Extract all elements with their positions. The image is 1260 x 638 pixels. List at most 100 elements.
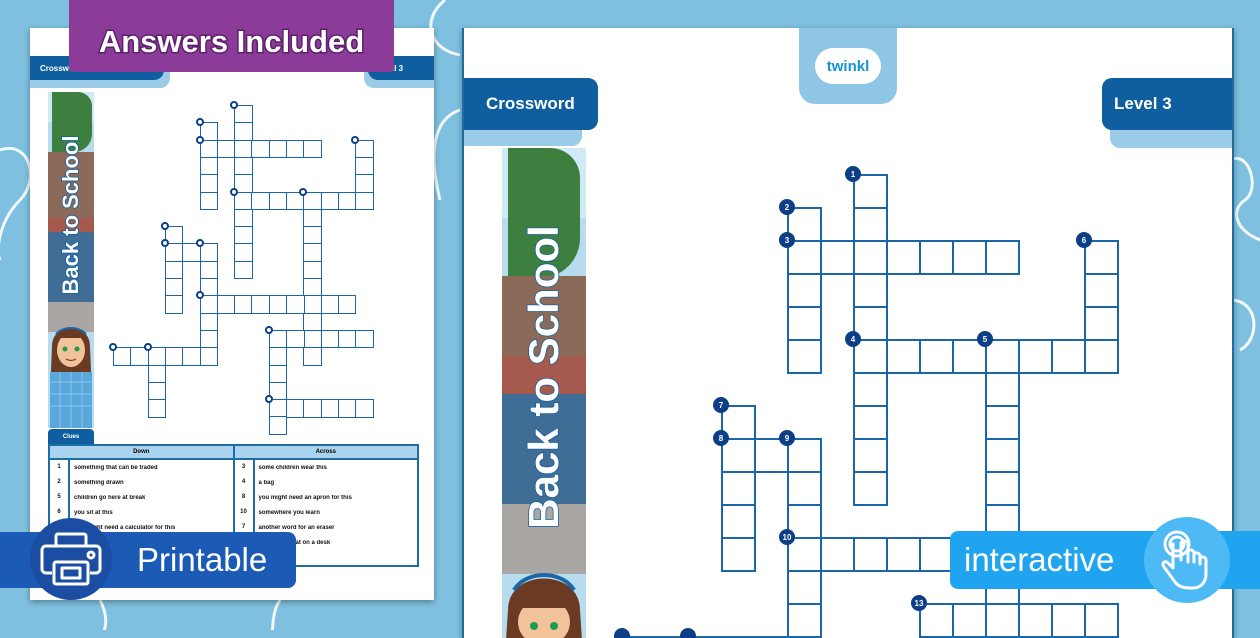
clue-text: children go here at break <box>74 494 146 501</box>
crossword-cell[interactable] <box>1084 240 1119 275</box>
clue-number <box>143 343 152 352</box>
clue-text: another word for an eraser <box>258 524 335 531</box>
crossword-cell[interactable] <box>985 438 1020 473</box>
crossword-cell[interactable] <box>853 537 888 572</box>
crossword-cell[interactable] <box>787 570 822 605</box>
crossword-cell <box>199 174 218 193</box>
crossword-cell[interactable] <box>721 504 756 539</box>
crossword-cell <box>199 191 218 210</box>
crossword-cell <box>286 295 305 314</box>
clue-text: you might need an apron for this <box>258 494 352 501</box>
crossword-cell[interactable] <box>853 273 888 308</box>
clue-text: a bag <box>258 479 275 486</box>
crossword-cell <box>147 364 167 383</box>
crossword-cell[interactable] <box>853 306 888 341</box>
clue-number-cell: 5 <box>50 490 70 505</box>
clue-number: 1 <box>845 166 861 182</box>
clue-number: 8 <box>713 430 729 446</box>
clue-text: some children wear this <box>258 464 327 471</box>
crossword-cell[interactable] <box>919 537 954 572</box>
clue-number <box>195 239 204 248</box>
crossword-cell <box>337 399 357 418</box>
printer-icon <box>30 518 112 600</box>
clue-number <box>195 291 204 300</box>
crossword-cell <box>303 399 322 418</box>
crossword-cell[interactable] <box>1051 603 1086 638</box>
crossword-cell[interactable] <box>820 537 855 572</box>
crossword-cell[interactable] <box>952 240 987 275</box>
crossword-cell[interactable] <box>853 438 888 473</box>
crossword-cell <box>251 191 270 210</box>
crossword-cell[interactable] <box>919 240 954 275</box>
crossword-cell[interactable] <box>721 537 756 572</box>
crossword-cell[interactable] <box>886 339 921 374</box>
crossword-cell[interactable] <box>787 273 822 308</box>
crossword-cell[interactable] <box>1084 306 1119 341</box>
printable-badge[interactable]: Printable <box>0 518 296 600</box>
crossword-cell[interactable] <box>886 537 921 572</box>
crossword-cell[interactable] <box>919 339 954 374</box>
crossword-cell[interactable] <box>985 603 1020 638</box>
crossword-cell <box>268 416 288 435</box>
clue-number-cell: 3 <box>235 460 255 475</box>
crossword-cell <box>320 191 340 210</box>
crossword-cell[interactable] <box>853 372 888 407</box>
interactive-badge[interactable]: interactive <box>950 517 1260 603</box>
crossword-cell[interactable] <box>985 372 1020 407</box>
crossword-cell[interactable] <box>985 405 1020 440</box>
crossword-cell <box>320 399 340 418</box>
crossword-cell <box>320 295 340 314</box>
crossword-cell <box>268 191 288 210</box>
crossword-cell[interactable] <box>1051 339 1086 374</box>
crossword-cell[interactable] <box>1018 339 1053 374</box>
crossword-cell[interactable] <box>853 471 888 506</box>
crossword-cell[interactable] <box>787 306 822 341</box>
clue-number-cell: 2 <box>50 475 70 490</box>
crossword-cell[interactable] <box>787 471 822 506</box>
crossword-cell[interactable] <box>820 240 855 275</box>
crossword-cell[interactable] <box>1084 603 1119 638</box>
crossword-cell[interactable] <box>985 471 1020 506</box>
crossword-cell[interactable] <box>853 240 888 275</box>
crossword-cell <box>303 312 322 332</box>
crossword-cell[interactable] <box>886 240 921 275</box>
crossword-cell[interactable] <box>1084 339 1119 374</box>
crossword-cell <box>251 139 270 159</box>
twinkl-logo: twinkl <box>799 28 897 104</box>
crossword-cell <box>268 295 288 314</box>
crossword-cell[interactable] <box>985 240 1020 275</box>
crossword-cell[interactable] <box>787 603 822 638</box>
crossword-cell[interactable] <box>1018 603 1053 638</box>
clues-tab: Clues <box>48 429 94 444</box>
interactive-label: interactive <box>964 541 1115 578</box>
crossword-cell <box>355 174 374 193</box>
crossword-cell <box>355 329 374 349</box>
crossword-cell[interactable] <box>787 339 822 374</box>
clue-number-cell: 1 <box>50 460 70 475</box>
crossword-cell[interactable] <box>721 471 756 506</box>
clue-number: 10 <box>779 529 795 545</box>
clue-number: 4 <box>845 331 861 347</box>
crossword-cell <box>286 329 305 349</box>
back-to-school-strip: Back to School <box>48 92 94 428</box>
crossword-cell <box>268 364 288 383</box>
crossword-cell[interactable] <box>787 438 822 473</box>
crossword-cell[interactable] <box>1084 273 1119 308</box>
crossword-cell <box>355 191 374 210</box>
crossword-cell <box>199 156 218 176</box>
crossword-cell <box>303 295 322 314</box>
crossword-cell <box>164 295 184 314</box>
girl-illustration <box>48 316 94 428</box>
crossword-cell[interactable] <box>853 174 888 209</box>
crossword-cell[interactable] <box>853 405 888 440</box>
worksheet-preview-left: Crossword Level 3 Back to School Clues <box>30 28 434 600</box>
crossword-cell[interactable] <box>952 603 987 638</box>
crossword-cell <box>164 278 184 297</box>
crossword-cell <box>355 156 374 176</box>
crossword-cell[interactable] <box>853 207 888 242</box>
